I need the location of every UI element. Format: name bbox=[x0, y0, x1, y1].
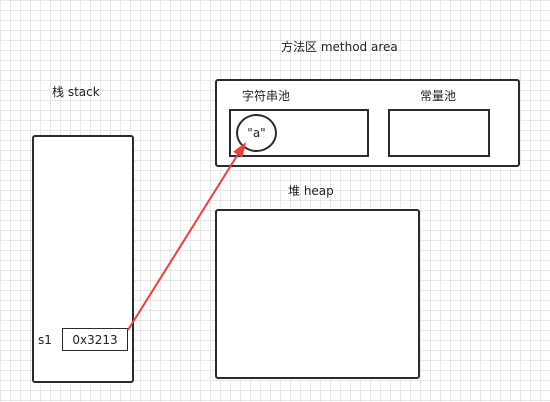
stack-title: 栈 stack bbox=[52, 85, 100, 99]
heap-title: 堆 heap bbox=[288, 184, 334, 198]
constant-pool-title: 常量池 bbox=[420, 89, 457, 103]
heap-box bbox=[215, 209, 420, 379]
method-area-title: 方法区 method area bbox=[281, 40, 398, 54]
constant-pool-box bbox=[388, 109, 490, 157]
string-pool-title: 字符串池 bbox=[242, 89, 291, 103]
variable-reference-cell: 0x3213 bbox=[62, 328, 128, 351]
variable-name: s1 bbox=[38, 333, 52, 347]
string-literal-node: "a" bbox=[236, 114, 277, 152]
